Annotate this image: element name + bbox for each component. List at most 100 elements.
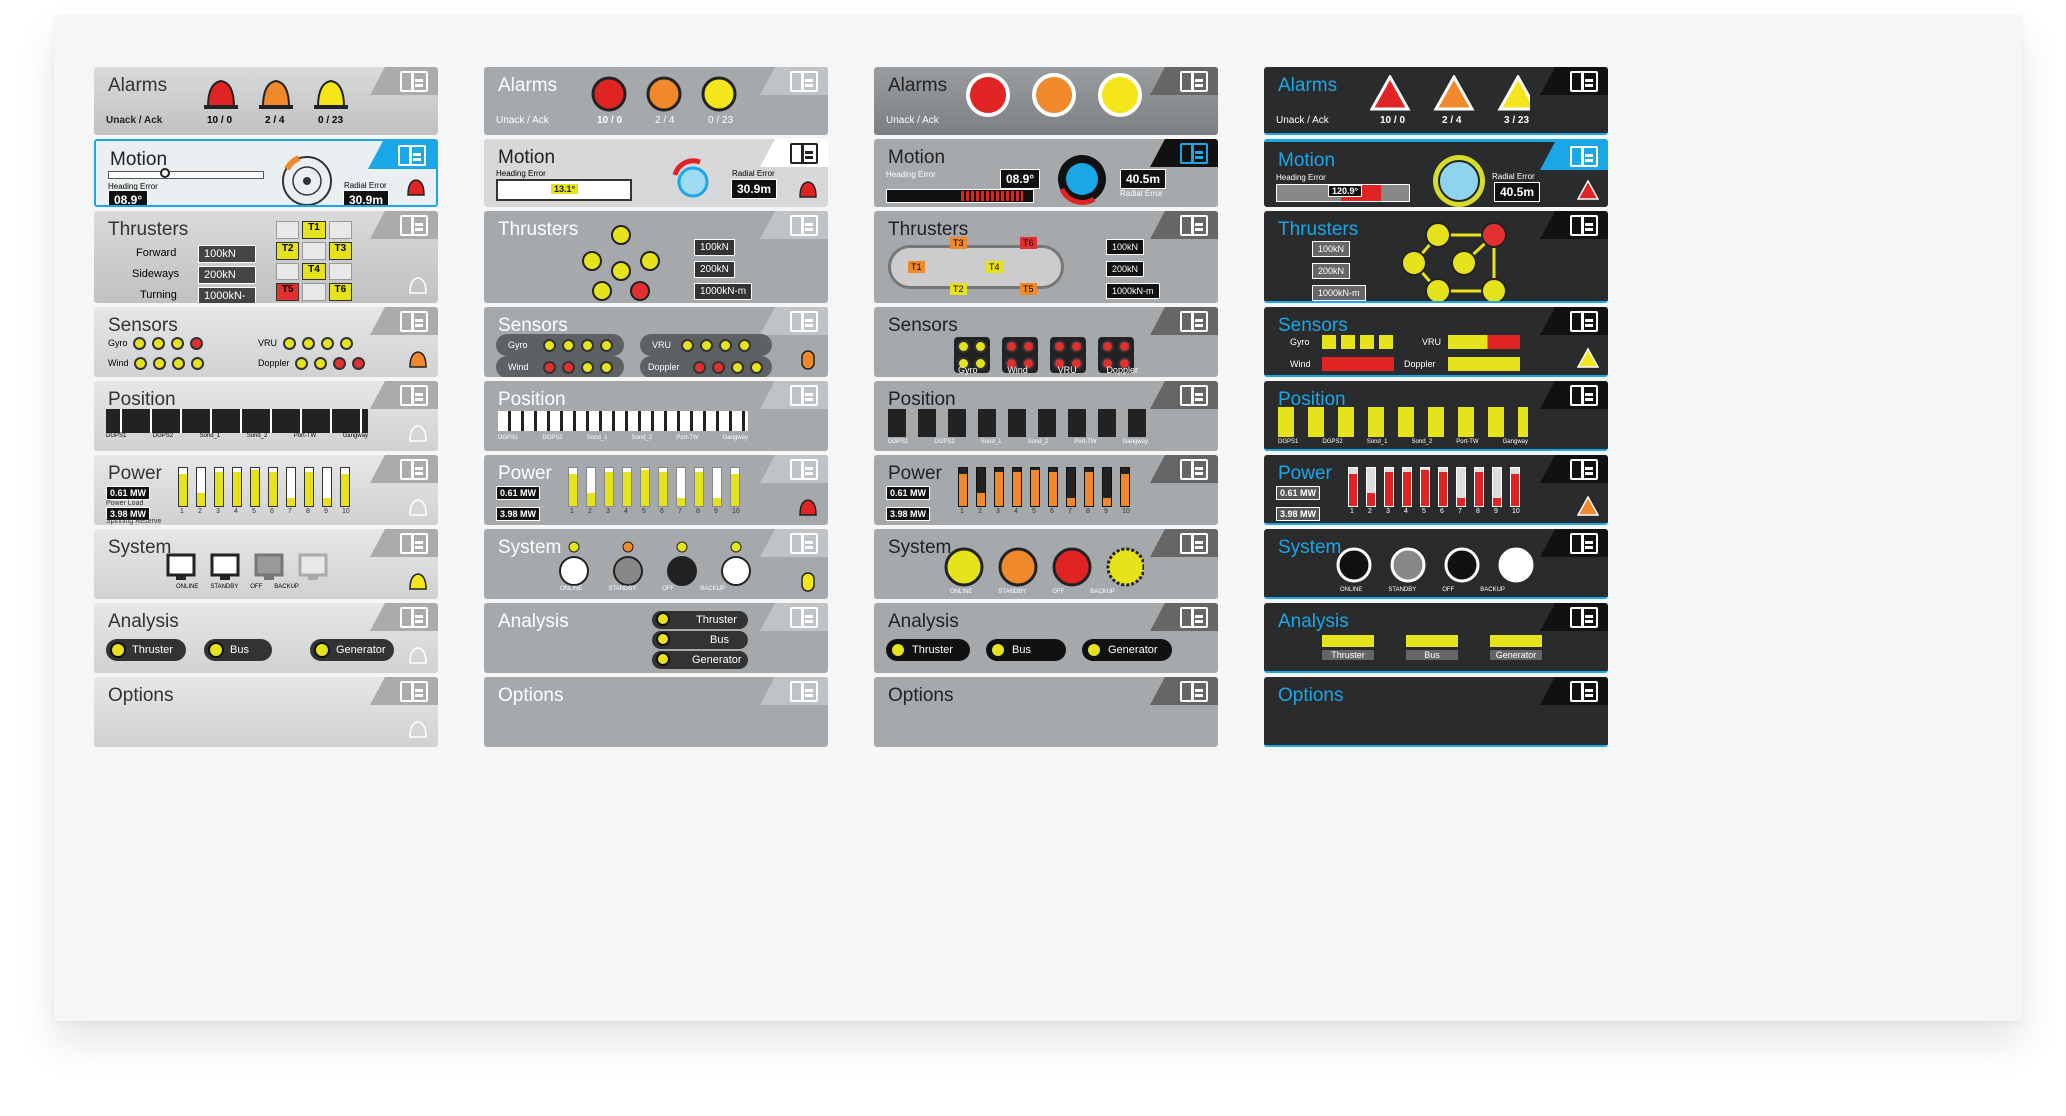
panel-tab[interactable] (760, 677, 828, 705)
sensor-tile-vru[interactable] (1050, 337, 1086, 373)
thruster-t2[interactable]: T2 (950, 283, 967, 295)
position-panel[interactable]: Position DGPS1 DGPS2 Sond_1 Sond_2 Port-… (94, 381, 438, 451)
generator-analysis-toggle[interactable]: Generator (310, 639, 394, 661)
panel-tab[interactable] (1540, 67, 1608, 95)
panel-tab[interactable] (760, 307, 828, 335)
motion-panel[interactable]: Motion Heading Error 120.9° Radial Error… (1264, 139, 1608, 207)
motion-panel[interactable]: Motion Heading Error 13.1° Radial Error … (484, 139, 828, 207)
bus-analysis-bar[interactable] (1406, 635, 1458, 647)
panel-tab[interactable] (1540, 455, 1608, 483)
panel-tab[interactable] (370, 211, 438, 239)
panel-tab[interactable] (1150, 139, 1218, 167)
alarm-bell-icon[interactable] (797, 179, 819, 201)
panel-expand-icon[interactable] (790, 533, 818, 554)
alarm-bell-outline-icon[interactable] (407, 423, 429, 445)
panel-tab[interactable] (760, 381, 828, 409)
thruster-analysis-toggle[interactable]: Thruster (106, 639, 186, 661)
alarms-panel[interactable]: Alarms Unack / Ack (874, 67, 1218, 135)
panel-expand-icon[interactable] (1570, 459, 1598, 480)
analysis-panel[interactable]: Analysis Thruster Bus Generator (94, 603, 438, 673)
panel-expand-icon[interactable] (790, 311, 818, 332)
panel-expand-icon[interactable] (400, 533, 428, 554)
panel-expand-icon[interactable] (400, 607, 428, 628)
generator-analysis-bar[interactable] (1490, 635, 1542, 647)
panel-expand-icon[interactable] (1570, 607, 1598, 628)
analysis-panel[interactable]: Analysis Thruster Bus Generator (484, 603, 828, 673)
analysis-panel[interactable]: Analysis Thruster Bus Generator (874, 603, 1218, 673)
panel-tab[interactable] (1150, 529, 1218, 557)
thrusters-panel[interactable]: Thrusters 100kN 200kN 1000kN-m (1264, 211, 1608, 303)
panel-expand-icon[interactable] (790, 143, 818, 164)
panel-tab[interactable] (1150, 211, 1218, 239)
thruster-t5[interactable]: T5 (1020, 283, 1037, 295)
panel-tab[interactable] (760, 529, 828, 557)
alert-triangle-icon[interactable] (1577, 347, 1599, 369)
panel-tab[interactable] (1150, 381, 1218, 409)
panel-expand-icon[interactable] (1180, 215, 1208, 236)
alert-triangle-icon[interactable] (1577, 179, 1599, 201)
panel-tab[interactable] (760, 211, 828, 239)
panel-tab[interactable] (1150, 677, 1218, 705)
panel-expand-icon[interactable] (790, 459, 818, 480)
panel-tab[interactable] (370, 603, 438, 631)
panel-expand-icon[interactable] (1180, 681, 1208, 702)
panel-tab[interactable] (1150, 455, 1218, 483)
alarm-bell-icon[interactable] (405, 177, 427, 199)
panel-expand-icon[interactable] (1180, 385, 1208, 406)
options-panel[interactable]: Options (484, 677, 828, 747)
panel-tab[interactable] (1150, 67, 1218, 95)
panel-expand-icon[interactable] (1570, 533, 1598, 554)
alarms-panel[interactable]: Alarms Unack / Ack 10 / 0 2 / 4 3 / 23 (1264, 67, 1608, 135)
alert-triangle-icon[interactable] (1577, 495, 1599, 517)
panel-expand-icon[interactable] (400, 681, 428, 702)
alarm-bell-outline-icon[interactable] (407, 719, 429, 741)
panel-expand-icon[interactable] (1570, 215, 1598, 236)
panel-expand-icon[interactable] (1180, 607, 1208, 628)
thruster-t4[interactable]: T4 (302, 262, 326, 281)
panel-tab[interactable] (1540, 142, 1608, 170)
alarm-bell-yellow-icon[interactable] (407, 571, 429, 593)
thruster-analysis-toggle[interactable]: Thruster (652, 611, 748, 629)
thruster-t2[interactable]: T2 (276, 241, 300, 260)
alarms-panel[interactable]: Alarms Unack / Ack 10 / 0 2 / 4 0 / 23 (484, 67, 828, 135)
analysis-panel[interactable]: Analysis Thruster Bus Generator (1264, 603, 1608, 673)
panel-expand-icon[interactable] (790, 385, 818, 406)
thruster-t1[interactable]: T1 (302, 221, 326, 239)
thruster-t6[interactable]: T6 (328, 283, 352, 301)
panel-expand-icon[interactable] (1180, 143, 1208, 164)
panel-expand-icon[interactable] (1180, 311, 1208, 332)
alarm-bell-icon[interactable] (797, 497, 819, 519)
system-panel[interactable]: System ONLINE STANDBY OFF BACKUP (94, 529, 438, 599)
generator-analysis-toggle[interactable]: Generator (1082, 639, 1172, 661)
alert-exclamation-icon[interactable] (797, 571, 819, 593)
panel-expand-icon[interactable] (400, 311, 428, 332)
panel-expand-icon[interactable] (790, 681, 818, 702)
panel-tab[interactable] (1540, 603, 1608, 631)
sensor-tile-wind[interactable] (1002, 337, 1038, 373)
panel-expand-icon[interactable] (1180, 71, 1208, 92)
thruster-analysis-bar[interactable] (1322, 635, 1374, 647)
alarm-bell-outline-icon[interactable] (407, 275, 429, 297)
sensor-tile-gyro[interactable] (954, 337, 990, 373)
panel-expand-icon[interactable] (1570, 146, 1598, 167)
panel-tab[interactable] (1540, 677, 1608, 705)
alarm-bell-outline-icon[interactable] (407, 497, 429, 519)
bus-analysis-toggle[interactable]: Bus (652, 631, 748, 649)
options-panel[interactable]: Options (1264, 677, 1608, 747)
panel-tab[interactable] (1150, 603, 1218, 631)
alarm-bell-outline-icon[interactable] (407, 645, 429, 667)
panel-tab[interactable] (760, 139, 828, 167)
panel-expand-icon[interactable] (400, 385, 428, 406)
panel-tab[interactable] (1540, 529, 1608, 557)
generator-analysis-toggle[interactable]: Generator (652, 651, 748, 669)
panel-tab[interactable] (760, 67, 828, 95)
thruster-t4[interactable]: T4 (986, 261, 1003, 273)
